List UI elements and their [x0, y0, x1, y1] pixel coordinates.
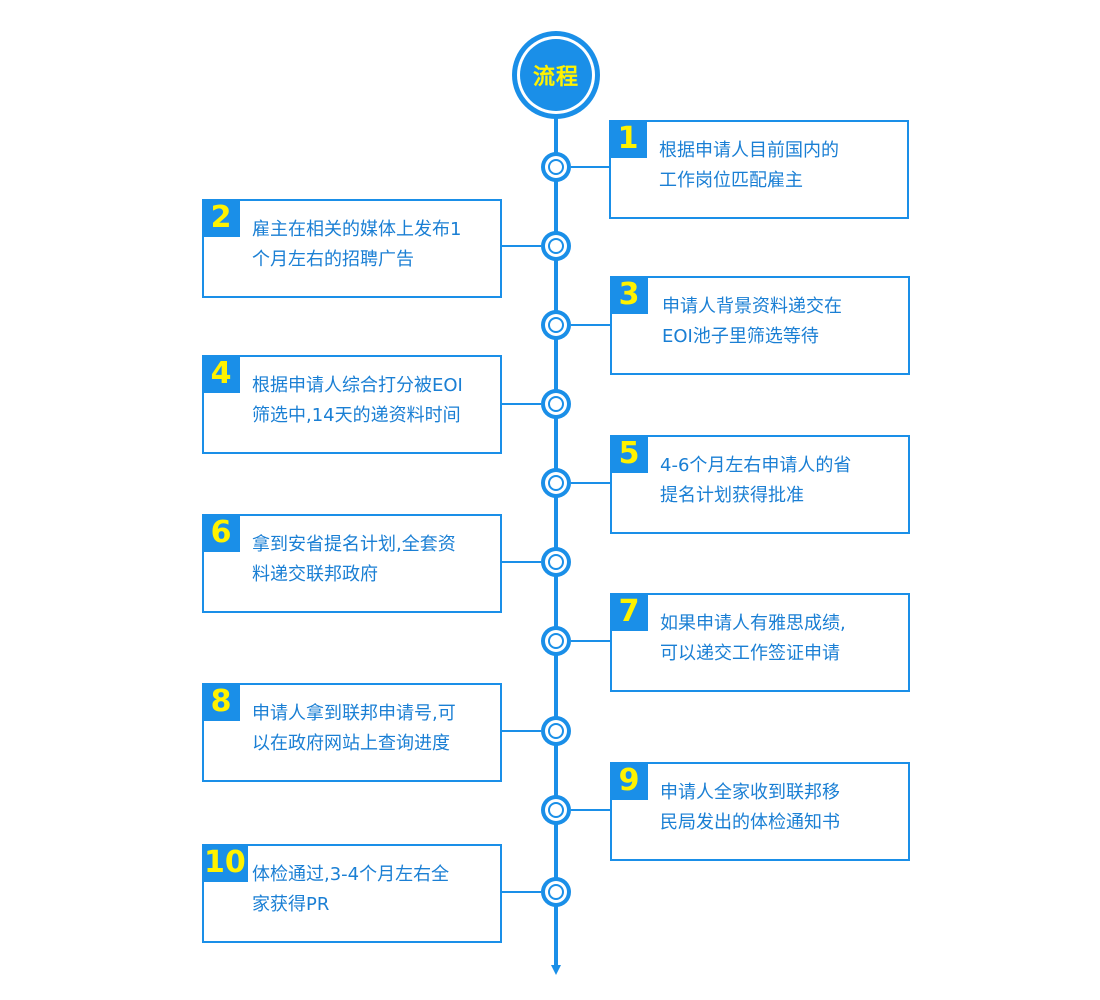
- timeline-node-4: [541, 389, 571, 419]
- timeline-node-3: [541, 310, 571, 340]
- connector-6: [501, 561, 541, 563]
- step-number-8: 8: [202, 683, 240, 721]
- step-text-5: 4-6个月左右申请人的省 提名计划获得批准: [660, 455, 852, 506]
- timeline-node-6: [541, 547, 571, 577]
- timeline-node-8: [541, 716, 571, 746]
- step-card-10: 10 体检通过,3-4个月左右全 家获得PR: [202, 844, 502, 943]
- timeline-node-5: [541, 468, 571, 498]
- timeline-node-7: [541, 626, 571, 656]
- step-number-1: 1: [609, 120, 647, 158]
- step-text-1: 根据申请人目前国内的 工作岗位匹配雇主: [659, 140, 839, 191]
- step-card-2: 2 雇主在相关的媒体上发布1 个月左右的招聘广告: [202, 199, 502, 298]
- timeline-arrow-head: [551, 965, 561, 975]
- connector-8: [501, 730, 541, 732]
- connector-4: [501, 403, 541, 405]
- connector-3: [571, 324, 610, 326]
- step-number-9: 9: [610, 762, 648, 800]
- step-number-5: 5: [610, 435, 648, 473]
- step-card-7: 7 如果申请人有雅思成绩, 可以递交工作签证申请: [610, 593, 910, 692]
- step-number-2: 2: [202, 199, 240, 237]
- connector-9: [571, 809, 610, 811]
- diagram-title: 流程: [532, 65, 579, 90]
- timeline-node-9: [541, 795, 571, 825]
- step-card-8: 8 申请人拿到联邦申请号,可 以在政府网站上查询进度: [202, 683, 502, 782]
- connector-2: [501, 245, 541, 247]
- step-text-3: 申请人背景资料递交在 EOI池子里筛选等待: [662, 296, 842, 347]
- step-text-4: 根据申请人综合打分被EOI 筛选中,14天的递资料时间: [252, 375, 463, 426]
- connector-1: [571, 166, 610, 168]
- step-card-6: 6 拿到安省提名计划,全套资 料递交联邦政府: [202, 514, 502, 613]
- step-text-2: 雇主在相关的媒体上发布1 个月左右的招聘广告: [252, 219, 462, 270]
- step-text-6: 拿到安省提名计划,全套资 料递交联邦政府: [252, 534, 456, 585]
- title-badge: 流程: [512, 31, 600, 119]
- connector-7: [571, 640, 610, 642]
- step-text-10: 体检通过,3-4个月左右全 家获得PR: [252, 864, 450, 915]
- timeline-spine: [554, 110, 558, 966]
- step-number-3: 3: [610, 276, 648, 314]
- step-card-3: 3 申请人背景资料递交在 EOI池子里筛选等待: [610, 276, 910, 375]
- timeline-node-10: [541, 877, 571, 907]
- step-text-7: 如果申请人有雅思成绩, 可以递交工作签证申请: [660, 613, 846, 664]
- step-card-4: 4 根据申请人综合打分被EOI 筛选中,14天的递资料时间: [202, 355, 502, 454]
- step-number-10: 10: [202, 844, 248, 882]
- connector-10: [501, 891, 541, 893]
- connector-5: [571, 482, 610, 484]
- timeline-node-1: [541, 152, 571, 182]
- step-number-4: 4: [202, 355, 240, 393]
- step-number-6: 6: [202, 514, 240, 552]
- step-number-7: 7: [610, 593, 648, 631]
- timeline-node-2: [541, 231, 571, 261]
- step-card-5: 5 4-6个月左右申请人的省 提名计划获得批准: [610, 435, 910, 534]
- step-card-9: 9 申请人全家收到联邦移 民局发出的体检通知书: [610, 762, 910, 861]
- step-text-9: 申请人全家收到联邦移 民局发出的体检通知书: [660, 782, 840, 833]
- step-card-1: 1 根据申请人目前国内的 工作岗位匹配雇主: [609, 120, 909, 219]
- step-text-8: 申请人拿到联邦申请号,可 以在政府网站上查询进度: [252, 703, 456, 754]
